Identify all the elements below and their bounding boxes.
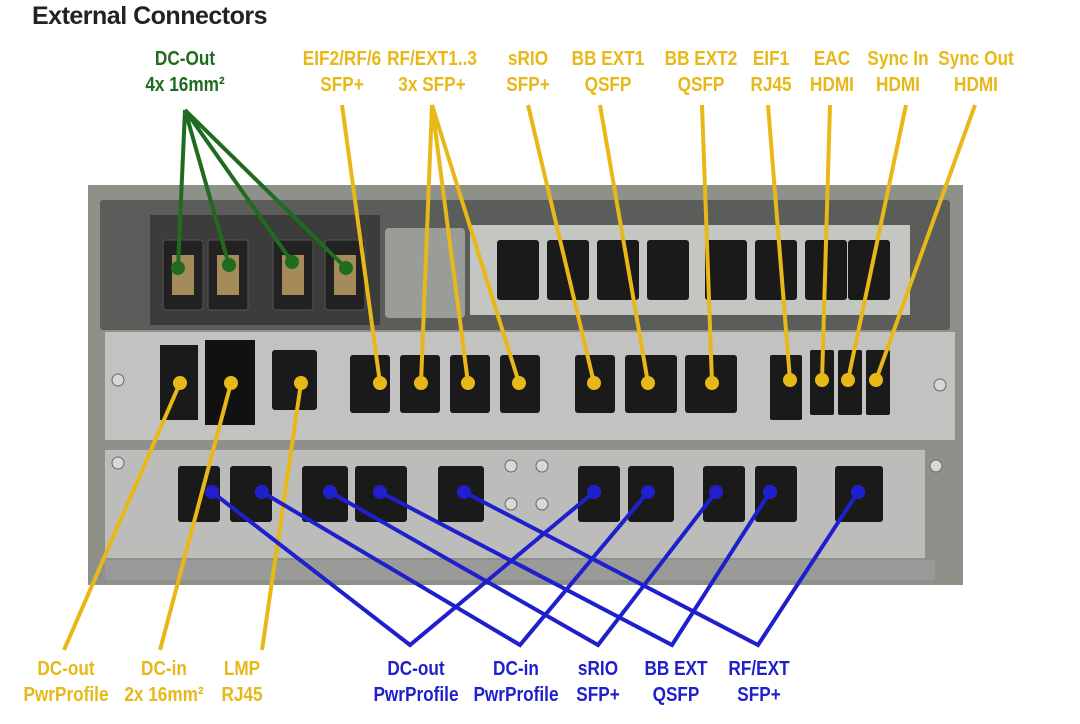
top-port [597, 240, 639, 300]
blue-leader-lines [210, 490, 860, 648]
green-leader-lines [176, 108, 348, 270]
b-dc-in-port [230, 466, 272, 522]
eif1-port [770, 355, 802, 420]
top-port [755, 240, 797, 300]
top-port [497, 240, 539, 300]
top-port [848, 240, 890, 300]
b-rf-ext2-port [703, 466, 745, 522]
b-dc-out-port [178, 466, 220, 522]
lmp-port [272, 350, 317, 410]
page-title: External Connectors [32, 2, 268, 30]
yellow-leader-lines [62, 104, 977, 651]
top-port [705, 240, 747, 300]
top-port [647, 240, 689, 300]
